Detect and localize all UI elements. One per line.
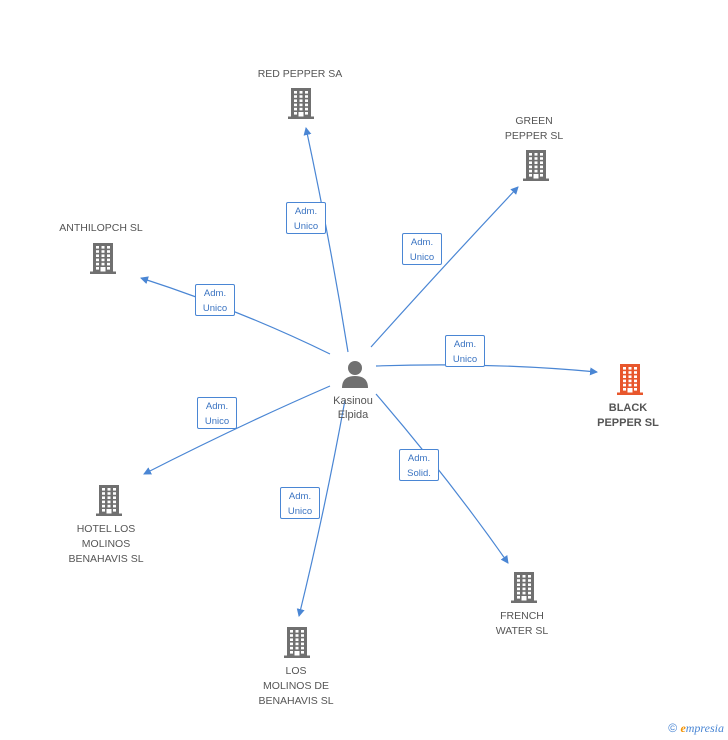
edge-los-molinos-de-benahavis-sl xyxy=(296,399,346,617)
company-label-los-molinos-de-benahavis-sl[interactable]: LOS MOLINOS DE BENAHAVIS SL xyxy=(258,665,334,707)
relation-label-anthilopch-sl[interactable]: Adm. Unico xyxy=(195,284,235,316)
footer-brand[interactable]: © empresia xyxy=(668,721,724,736)
building-icon[interactable] xyxy=(96,484,122,521)
company-label-hotel-los-molinos-benahavis-sl[interactable]: HOTEL LOS MOLINOS BENAHAVIS SL xyxy=(68,523,144,565)
edge-hotel-los-molinos-benahavis-sl xyxy=(143,385,331,475)
person-icon[interactable] xyxy=(340,359,370,394)
relation-label-los-molinos-de-benahavis-sl[interactable]: Adm. Unico xyxy=(280,487,320,519)
edge-black-pepper-sl xyxy=(375,364,598,376)
building-icon[interactable] xyxy=(617,363,643,400)
edge-red-pepper-sa xyxy=(303,127,349,353)
person-label[interactable]: Kasinou Elpida xyxy=(333,395,373,421)
company-label-green-pepper-sl[interactable]: GREEN PEPPER SL xyxy=(504,115,564,142)
building-icon[interactable] xyxy=(284,626,310,663)
building-icon[interactable] xyxy=(288,87,314,124)
empresia-logo: empresia xyxy=(680,721,724,735)
copyright-symbol: © xyxy=(668,721,678,735)
building-icon[interactable] xyxy=(90,242,116,279)
company-label-anthilopch-sl[interactable]: ANTHILOPCH SL xyxy=(59,222,143,234)
relation-label-hotel-los-molinos-benahavis-sl[interactable]: Adm. Unico xyxy=(197,397,237,429)
company-label-black-pepper-sl[interactable]: BLACK PEPPER SL xyxy=(597,402,659,429)
relation-label-green-pepper-sl[interactable]: Adm. Unico xyxy=(402,233,442,265)
edge-french-water-sl xyxy=(375,393,509,564)
company-label-red-pepper-sa[interactable]: RED PEPPER SA xyxy=(257,68,343,80)
relation-label-black-pepper-sl[interactable]: Adm. Unico xyxy=(445,335,485,367)
building-icon[interactable] xyxy=(511,571,537,608)
relation-label-red-pepper-sa[interactable]: Adm. Unico xyxy=(286,202,326,234)
edge-anthilopch-sl xyxy=(140,276,331,355)
company-label-french-water-sl[interactable]: FRENCH WATER SL xyxy=(495,610,549,637)
building-icon[interactable] xyxy=(523,149,549,186)
relation-label-french-water-sl[interactable]: Adm. Solid. xyxy=(399,449,439,481)
edge-green-pepper-sl xyxy=(370,186,519,348)
